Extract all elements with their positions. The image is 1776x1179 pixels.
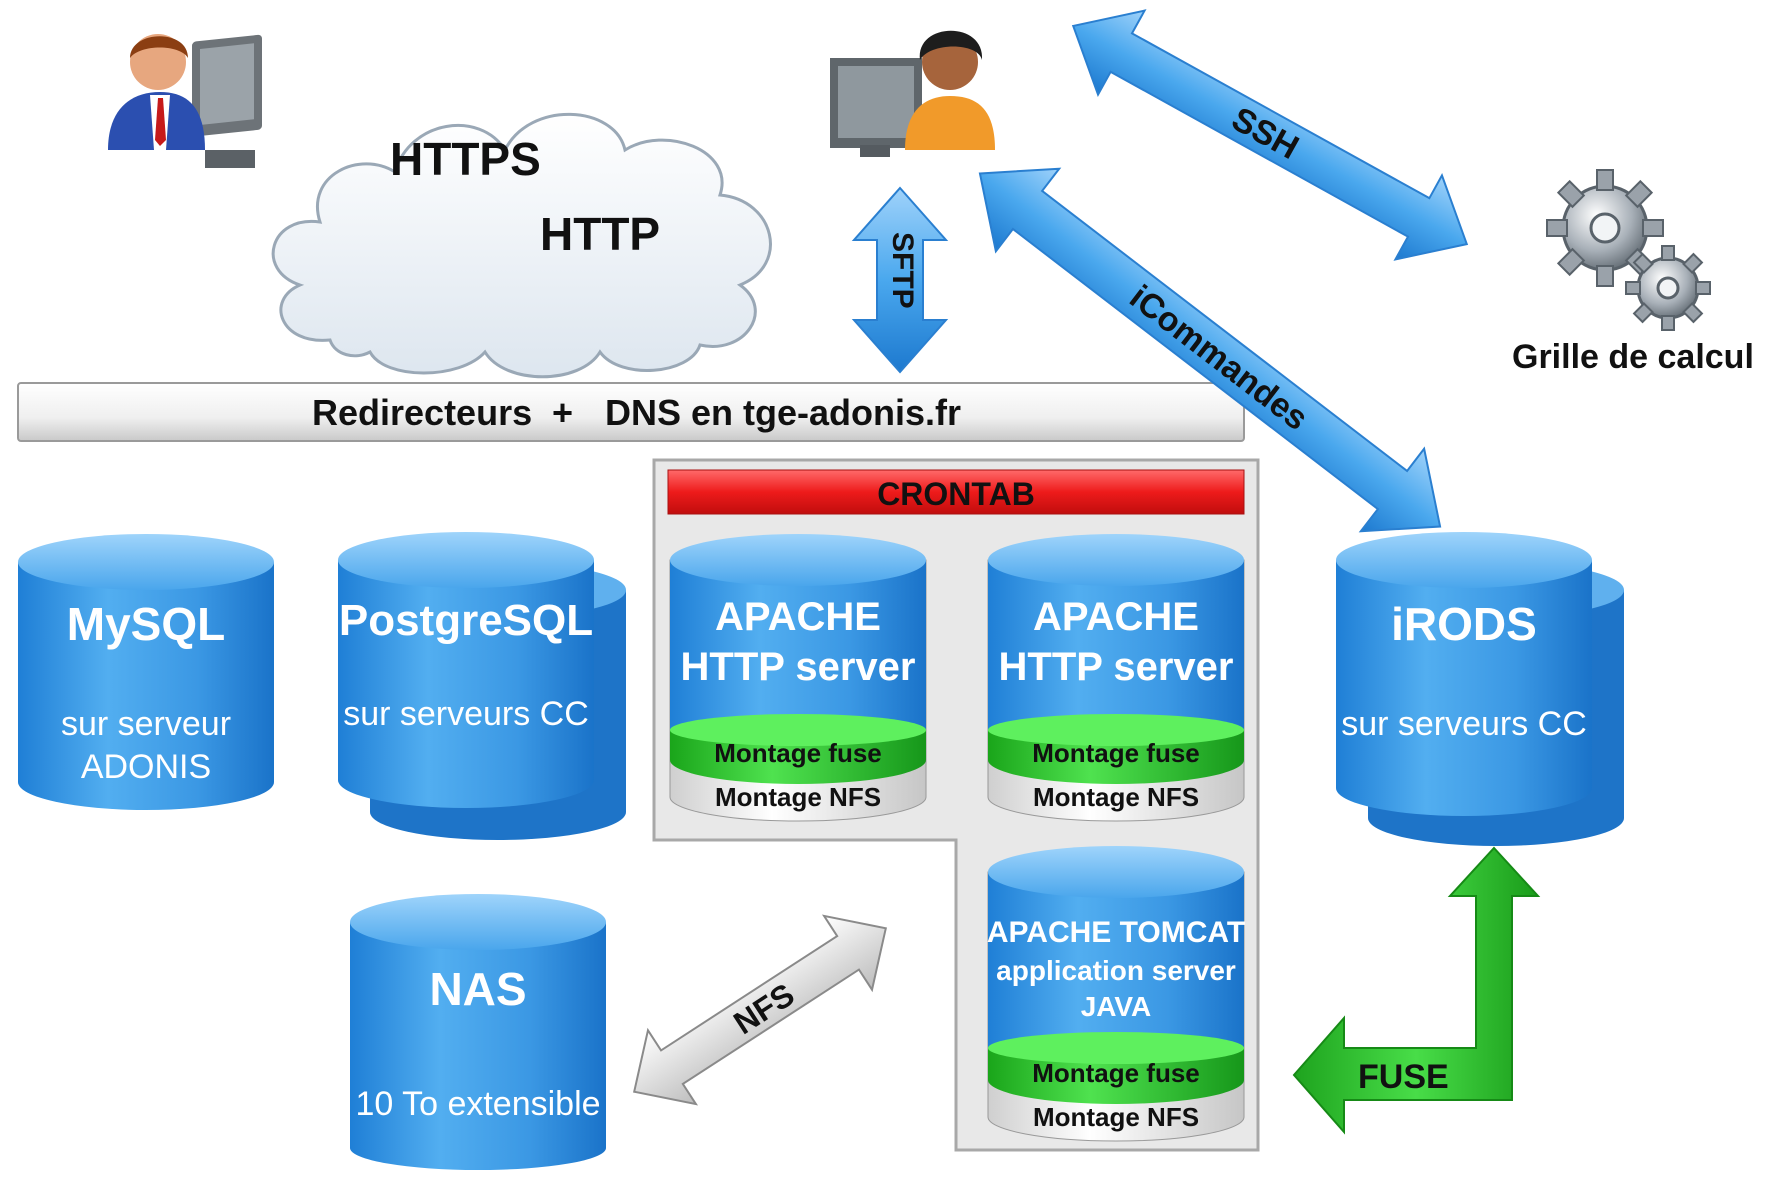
grille-label: Grille de calcul [1512,338,1754,376]
tomcat-title3: JAVA [1081,991,1152,1022]
tomcat-nfs: Montage NFS [1033,1102,1199,1132]
fuse-label: FUSE [1358,1058,1449,1096]
irods-sub1: sur serveurs CC [1341,705,1587,743]
nas-database: NAS 10 To extensible [350,894,606,1170]
mysql-sub2: ADONIS [81,748,211,786]
sftp-label: SFTP [886,232,919,309]
apache1-title2: HTTP server [681,645,916,689]
banner-redirecteurs: Redirecteurs [312,392,532,433]
tomcat-title1: APACHE TOMCAT [987,916,1245,949]
apache1-fuse: Montage fuse [714,738,882,768]
cloud-https-label: HTTPS [390,133,541,185]
apache2-title2: HTTP server [999,645,1234,689]
tomcat-title2: application server [996,955,1236,986]
banner-dns: DNS en tge-adonis.fr [605,392,961,433]
nas-title: NAS [429,963,526,1015]
apache2-fuse: Montage fuse [1032,738,1200,768]
sftp-arrow: SFTP [851,186,949,374]
internet-cloud: HTTPS HTTP [271,112,772,379]
banner-plus: + [552,392,573,433]
user-left-icon [108,34,262,168]
redirecteurs-banner: Redirecteurs + DNS en tge-adonis.fr [17,382,1245,442]
irods-database: iRODS sur serveurs CC [1336,532,1624,846]
apache1-nfs: Montage NFS [715,782,881,812]
nas-sub1: 10 To extensible [355,1085,600,1123]
apache-server-2: APACHE HTTP server Montage fuse Montage … [987,534,1245,822]
apache1-title1: APACHE [715,595,881,639]
mysql-sub1: sur serveur [61,705,231,743]
mysql-title: MySQL [67,598,225,650]
postgresql-database: PostgreSQL sur serveurs CC [338,532,626,840]
gears-icon: Grille de calcul [1512,169,1754,376]
mysql-database: MySQL sur serveur ADONIS [18,534,274,810]
ssh-arrow: SSH [1071,9,1469,261]
apache-server-1: APACHE HTTP server Montage fuse Montage … [669,534,927,822]
cloud-http-label: HTTP [540,208,660,260]
postgres-title: PostgreSQL [339,596,593,645]
tomcat-server: APACHE TOMCAT application server JAVA Mo… [987,846,1245,1142]
postgres-sub1: sur serveurs CC [343,695,589,733]
fuse-arrow: FUSE [1292,846,1541,1135]
nfs-arrow: NFS [632,914,888,1106]
crontab-label: CRONTAB [877,476,1035,512]
user-center-icon [830,30,995,157]
irods-title: iRODS [1391,598,1537,650]
apache2-title1: APACHE [1033,595,1199,639]
apache2-nfs: Montage NFS [1033,782,1199,812]
tomcat-fuse: Montage fuse [1032,1058,1200,1088]
